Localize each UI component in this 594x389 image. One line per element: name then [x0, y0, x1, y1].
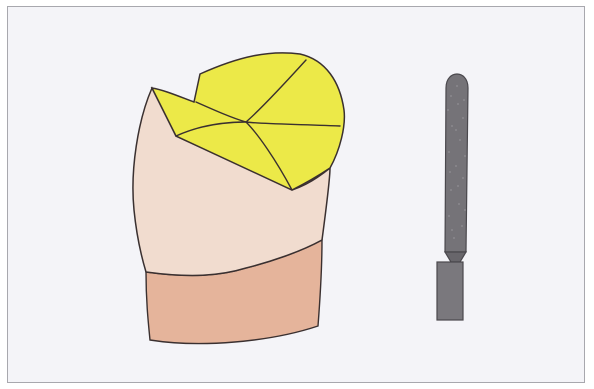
bur-shank: [437, 262, 463, 320]
diamond-bur: [437, 74, 468, 320]
bur-neck: [445, 252, 466, 262]
